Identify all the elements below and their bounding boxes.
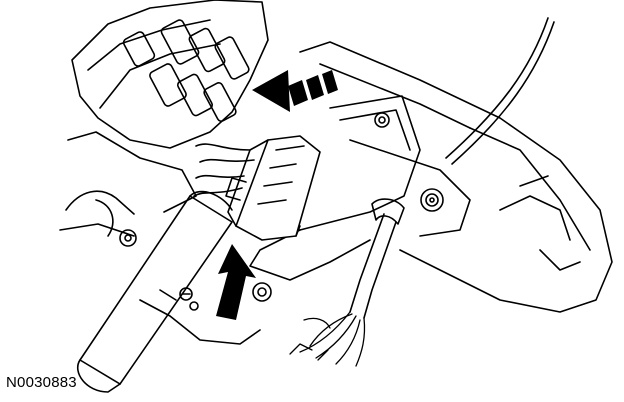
slide-left-arrow-icon bbox=[252, 70, 338, 112]
column-body bbox=[299, 41, 613, 313]
cable-clip bbox=[349, 198, 405, 319]
figure-id-label: N0030883 bbox=[6, 374, 77, 391]
cable bbox=[445, 17, 555, 165]
mounting-bolt-lower bbox=[252, 282, 272, 302]
connector-wires bbox=[193, 143, 255, 197]
small-screw bbox=[179, 287, 199, 311]
connector-bracket bbox=[249, 95, 421, 281]
housing-slots bbox=[122, 19, 250, 122]
upper-housing bbox=[71, 0, 269, 149]
electrical-connector bbox=[225, 135, 321, 241]
wire-harness bbox=[289, 311, 366, 367]
push-up-arrow-icon bbox=[216, 244, 256, 320]
shaft bbox=[77, 190, 233, 393]
left-structure bbox=[59, 131, 261, 345]
mounting-bolt-left bbox=[119, 229, 137, 247]
mounting-bolt-upper bbox=[374, 112, 390, 128]
mounting-bolt-right bbox=[420, 188, 444, 212]
